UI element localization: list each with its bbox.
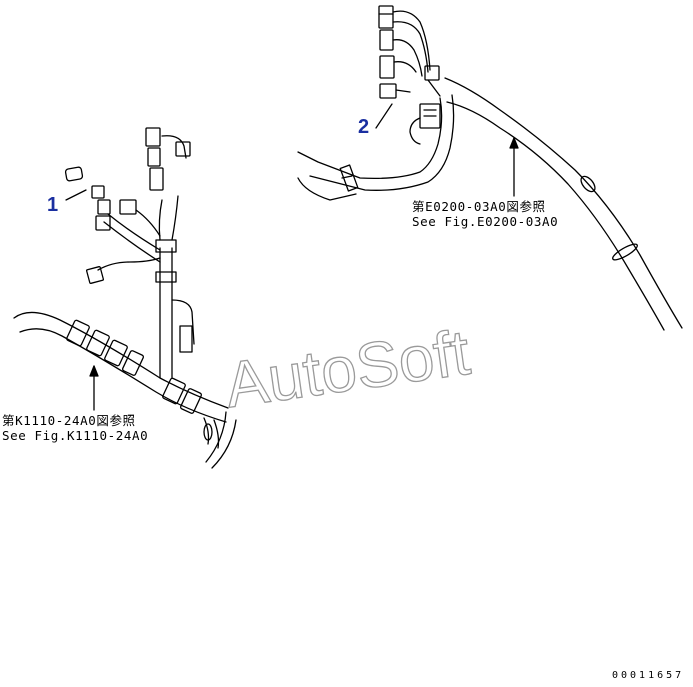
callout-number-1: 1 <box>47 194 59 216</box>
lower-reference-arrowhead <box>89 365 99 377</box>
lower-main-harness <box>13 311 237 469</box>
upper-connector-cluster <box>378 5 441 145</box>
lower-reference-en: See Fig.K1110-24A0 <box>2 428 149 443</box>
lower-reference-label: 第K1110-24A0図参照 See Fig.K1110-24A0 <box>2 413 148 443</box>
lower-reference-jp: 第K1110-24A0図参照 <box>2 413 136 428</box>
callout-2-leader <box>375 103 393 129</box>
watermark-text: AutoSoft <box>221 316 474 421</box>
document-number: 00011657 <box>612 670 685 681</box>
callout-number-2: 2 <box>358 116 370 138</box>
upper-reference-arrowhead <box>509 137 519 149</box>
upper-reference-label: 第E0200-03A0図参照 See Fig.E0200-03A0 <box>412 199 558 229</box>
upper-main-harness <box>444 77 683 331</box>
upper-branch-harness <box>297 94 455 201</box>
upper-reference-en: See Fig.E0200-03A0 <box>412 214 559 229</box>
upper-reference-jp: 第E0200-03A0図参照 <box>412 199 546 214</box>
callout-1-leader <box>65 189 87 201</box>
lower-trunk-harness <box>155 195 195 379</box>
lower-connector-cluster <box>64 127 191 284</box>
